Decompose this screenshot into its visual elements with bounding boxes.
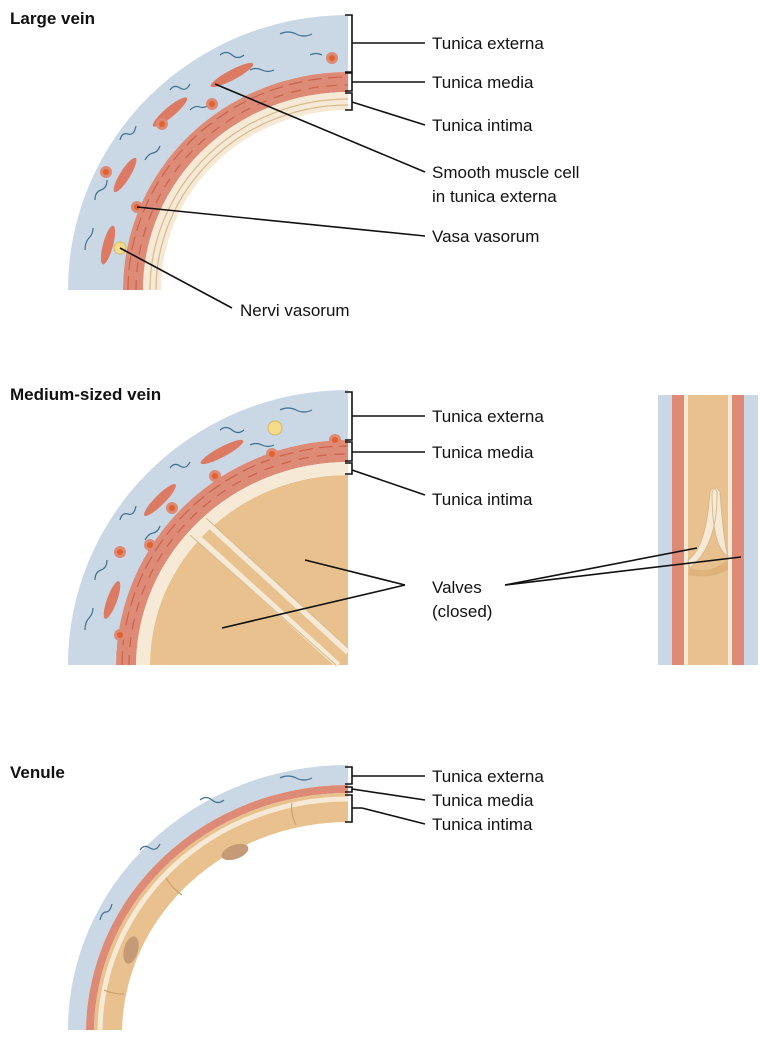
medium-vein-media-label: Tunica media [432, 443, 534, 462]
smooth-muscle-label-line2: in tunica externa [432, 187, 557, 206]
large-vein-section: Large vein [10, 9, 579, 320]
valves-label-line1: Valves [432, 578, 482, 597]
nervi-vasorum-label: Nervi vasorum [240, 301, 350, 320]
medium-vein-nervi-vasorum [268, 421, 282, 435]
large-vein-media-label: Tunica media [432, 73, 534, 92]
venule-title: Venule [10, 763, 65, 782]
medium-vein-intima-label: Tunica intima [432, 490, 533, 509]
venule-externa-label: Tunica externa [432, 767, 544, 786]
venule-intima-label: Tunica intima [432, 815, 533, 834]
venule-tunica-intima [94, 793, 348, 1030]
large-vein-title: Large vein [10, 9, 95, 28]
venule-cross-section [68, 765, 348, 1030]
venule-media-label: Tunica media [432, 791, 534, 810]
medium-vein-title: Medium-sized vein [10, 385, 161, 404]
vasa-vasorum-label: Vasa vasorum [432, 227, 539, 246]
valves-label-line2: (closed) [432, 602, 492, 621]
large-vein-cross-section [68, 15, 348, 290]
venule-section: Venule Tunica exter [10, 763, 544, 1030]
medium-vein-longitudinal-view [658, 395, 758, 665]
medium-vein-section: Medium-sized vein [10, 385, 758, 665]
medium-vein-cross-section [68, 390, 348, 665]
large-vein-externa-label: Tunica externa [432, 34, 544, 53]
smooth-muscle-label-line1: Smooth muscle cell [432, 163, 579, 182]
medium-vein-externa-label: Tunica externa [432, 407, 544, 426]
large-vein-intima-label: Tunica intima [432, 116, 533, 135]
